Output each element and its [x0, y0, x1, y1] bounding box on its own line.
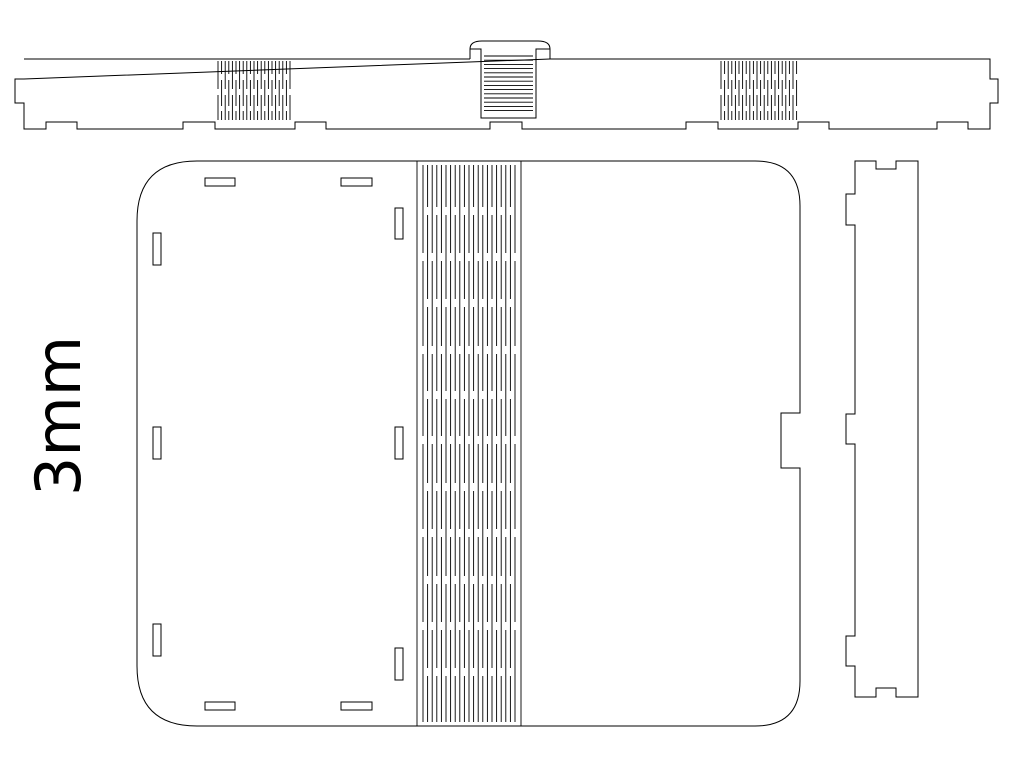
slot	[340, 177, 373, 187]
slot	[340, 701, 373, 711]
material-thickness-label: 3mm	[22, 335, 95, 497]
latch-ribs	[484, 55, 533, 112]
slot	[394, 207, 404, 240]
slot	[204, 701, 236, 711]
slot	[152, 623, 162, 657]
main-panel	[136, 160, 801, 727]
slot	[204, 177, 236, 187]
main-panel-outline	[136, 160, 801, 727]
living-hinge-spine	[416, 161, 522, 726]
slot	[394, 647, 404, 681]
side-strip-outline	[845, 160, 919, 698]
side-strip	[845, 160, 919, 698]
latch-knob	[469, 40, 551, 119]
top-strip-hinge-left	[217, 61, 291, 120]
top-strip-outline	[14, 58, 999, 130]
top-strip-hinge-right	[720, 61, 798, 120]
slot	[394, 426, 404, 460]
slot	[152, 232, 162, 266]
slot	[152, 426, 162, 460]
top-strip	[14, 40, 999, 130]
